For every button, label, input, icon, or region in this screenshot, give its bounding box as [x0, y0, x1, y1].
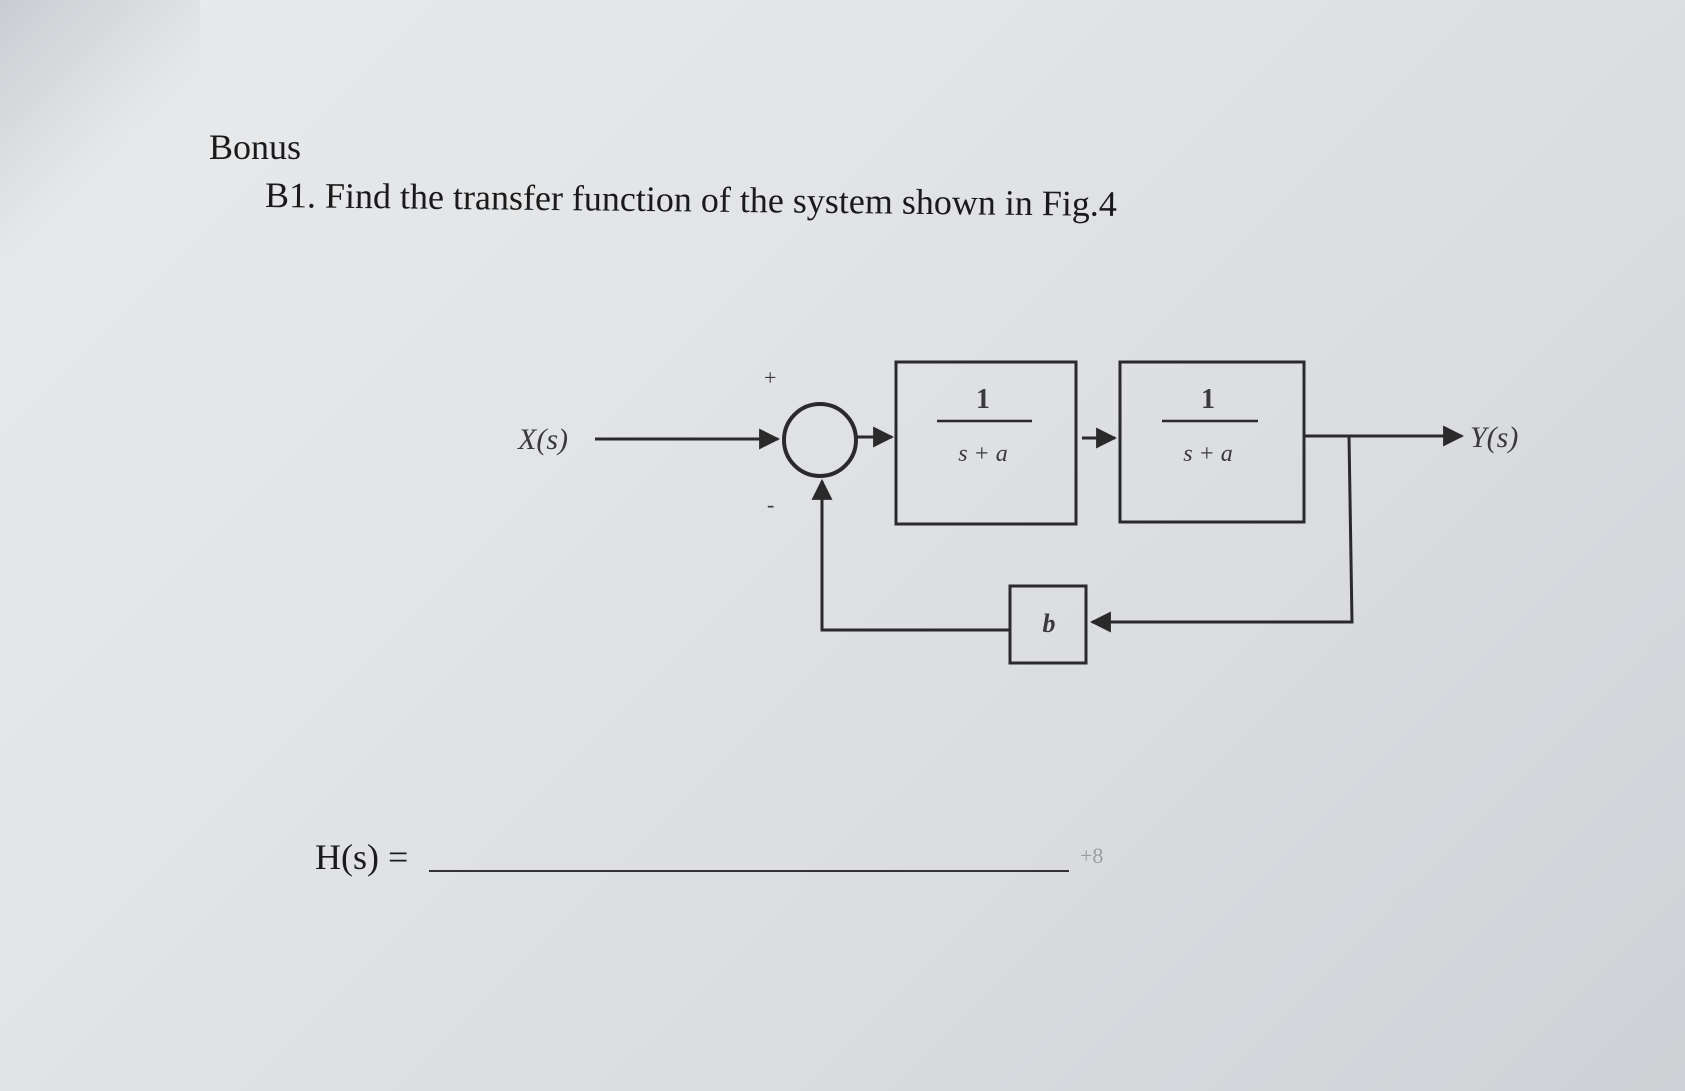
feedback-return-line: [811, 478, 1010, 632]
block1-numerator: 1: [976, 384, 990, 415]
feedback-block: [1008, 584, 1088, 665]
block2-denominator: s + a: [1183, 441, 1233, 467]
feedback-gain-label: b: [1043, 609, 1056, 638]
answer-blank-line[interactable]: [429, 870, 1069, 872]
forward-block-2: [1118, 360, 1306, 524]
section-heading: Bonus: [209, 127, 302, 167]
block1-denominator: s + a: [958, 441, 1008, 467]
feedback-takeoff-line: [1089, 435, 1354, 633]
forward-block-1: [894, 360, 1078, 526]
sum-plus-sign: +: [764, 365, 776, 390]
block2-numerator: 1: [1201, 384, 1215, 415]
answer-label: H(s) =: [315, 837, 409, 877]
page-mark: +8: [1080, 843, 1104, 868]
output-label: Y(s): [1470, 421, 1518, 454]
sum-minus-sign: -: [767, 492, 774, 517]
page-corner-shadow: [0, 0, 200, 260]
input-label: X(s): [517, 423, 568, 456]
summing-junction: [782, 402, 858, 478]
